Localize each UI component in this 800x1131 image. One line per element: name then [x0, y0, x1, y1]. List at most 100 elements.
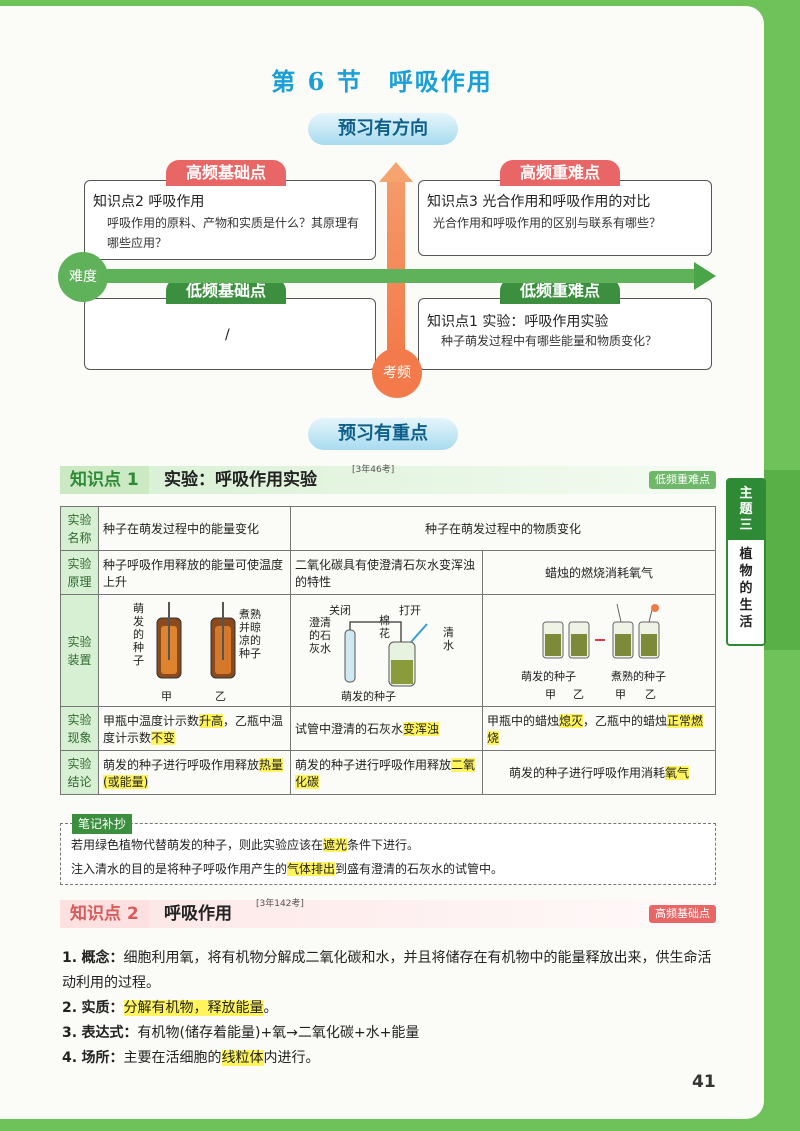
cell-apparatus-3: 萌发的种子 煮熟的种子 甲 乙 甲 乙: [482, 594, 716, 707]
cell-principle-3: 蜡烛的燃烧消耗氧气: [482, 550, 716, 595]
notes-line2-pre: 注入清水的目的是将种子呼吸作用产生的: [71, 862, 288, 876]
phen2-hl: 变浑浊: [403, 722, 440, 736]
section-title: 第 6 节 呼吸作用: [271, 67, 493, 96]
apparatus1-yi: 乙: [215, 689, 226, 703]
item4-pre: 主要在活细胞的: [123, 1050, 222, 1066]
frequency-axis-label: 考频: [372, 348, 422, 398]
kp2-count: [3年142考]: [256, 899, 304, 909]
apparatus2-limewater-label: 澄清的石灰水: [309, 615, 331, 655]
page-number: 41: [692, 1072, 716, 1092]
notes-line2-post: 到盛有澄清的石灰水的试管中。: [335, 862, 504, 876]
quad-high-basic-tag: 高频基础点: [166, 160, 286, 186]
side-tab-top-text: 主题三: [739, 486, 753, 533]
phen2-pre: 试管中澄清的石灰水: [295, 722, 404, 736]
notes-box: 若用绿色植物代替萌发的种子，则此实验应该在遮光条件下进行。 注入清水的目的是将种…: [60, 823, 716, 885]
quad-low-basic-content: /: [225, 327, 230, 343]
item1-head: 概念：: [81, 950, 124, 966]
apparatus3-yi-2: 乙: [645, 687, 656, 701]
apparatus2-cotton-label: 棉花: [379, 613, 390, 640]
side-tab-bottom: 植物的生活: [728, 546, 764, 631]
item-concept: 1. 概念：细胞利用氧，将有机物分解成二氧化碳和水，并且将储存在有机物中的能量释…: [62, 946, 722, 996]
cell-phenomenon-3: 甲瓶中的蜡烛熄灭，乙瓶中的蜡烛正常燃烧: [482, 706, 716, 751]
frequency-axis-arrowhead: [379, 162, 413, 182]
chapter-side-tab: 主题三 植物的生活: [726, 478, 766, 646]
phen1-pre: 甲瓶中温度计示数: [103, 713, 200, 728]
apparatus1-left-label: 萌发的种子: [133, 601, 144, 667]
candle-jars-icon: [542, 603, 660, 658]
apparatus3-yi-1: 乙: [573, 687, 584, 701]
quad-high-basic-question: 呼吸作用的原料、产物和实质是什么？其原理有哪些应用？: [107, 216, 360, 250]
apparatus1-right-label: 煮熟并晾凉的种子: [239, 607, 261, 660]
side-tab-top: 主题三: [728, 480, 764, 540]
con1-hl: 热量: [259, 757, 284, 772]
experiment-table: 实验名称 种子在萌发过程中的能量变化 种子在萌发过程中的物质变化 实验原理 种子…: [60, 506, 716, 795]
quad-high-difficult-question: 光合作用和呼吸作用的区别与联系有哪些？: [433, 216, 662, 230]
apparatus3-jia-1: 甲: [545, 687, 556, 701]
bottom-strip: [0, 1119, 800, 1131]
row-header-conclusion: 实验结论: [60, 750, 99, 795]
side-tab-bottom-text: 植物的生活: [739, 547, 753, 630]
item1-num: 1.: [62, 950, 78, 966]
cell-conclusion-1: 萌发的种子进行呼吸作用释放热量 (或能量): [98, 750, 291, 795]
cell-conclusion-2: 萌发的种子进行呼吸作用释放二氧化碳: [290, 750, 483, 795]
item4-num: 4.: [62, 1050, 78, 1066]
item-essence: 2. 实质：分解有机物，释放能量。: [62, 996, 722, 1021]
row-header-name: 实验名称: [60, 506, 99, 551]
notes-line1-pre: 若用绿色植物代替萌发的种子，则此实验应该在: [71, 838, 324, 852]
cell-apparatus-1: 萌发的种子 煮熟并晾凉的种子 甲 乙: [98, 594, 291, 707]
item3-head: 表达式：: [81, 1025, 138, 1041]
difficulty-axis-label: 难度: [58, 252, 108, 302]
quad-high-difficult-title: 知识点3 光合作用和呼吸作用的对比: [427, 194, 651, 210]
cell-apparatus-2: 关闭 澄清的石灰水 棉花 打开 清水 萌发的种子: [290, 594, 483, 707]
kp2-label: 知识点 2: [60, 900, 149, 928]
quad-high-basic-title: 知识点2 呼吸作用: [93, 194, 205, 210]
kp1-header: 知识点 1 实验：呼吸作用实验 [3年46考] 低频重难点: [60, 465, 716, 494]
apparatus3-jia-2: 甲: [615, 687, 626, 701]
kp2-badge: 高频基础点: [649, 905, 716, 923]
quad-high-difficult: 知识点3 光合作用和呼吸作用的对比 光合作用和呼吸作用的区别与联系有哪些？: [418, 180, 712, 256]
phen1-mid: ，乙瓶中温度计示数: [103, 713, 284, 745]
con3-hl: 氧气: [665, 766, 690, 780]
thermos-flasks-icon: [156, 601, 236, 678]
quad-low-difficult-question: 种子萌发过程中有哪些能量和物质变化？: [441, 334, 658, 348]
item4-head: 场所：: [81, 1050, 124, 1066]
item2-tail: 。: [263, 1000, 278, 1016]
difficulty-axis: [100, 269, 696, 283]
item4-hl: 线粒体: [221, 1050, 264, 1066]
kp1-count: [3年46考]: [352, 465, 395, 475]
con1-post: (或能量): [103, 774, 149, 789]
side-edge: [764, 470, 800, 650]
quad-low-basic: /: [84, 298, 376, 370]
preview-direction-pill: 预习有方向: [308, 113, 458, 145]
item3-num: 3.: [62, 1025, 78, 1041]
con1-pre: 萌发的种子进行呼吸作用释放: [103, 757, 260, 772]
kp1-title: 实验：呼吸作用实验: [164, 470, 317, 490]
item2-num: 2.: [62, 1000, 78, 1016]
notes-line2-hl: 气体排出: [287, 862, 336, 876]
frequency-axis: [387, 178, 405, 358]
notes-line1-hl: 遮光: [323, 838, 348, 852]
limewater-test-icon: [344, 620, 428, 686]
cell-conclusion-3: 萌发的种子进行呼吸作用消耗氧气: [482, 750, 716, 795]
kp1-badge: 低频重难点: [649, 471, 716, 489]
apparatus2-seed-label: 萌发的种子: [341, 689, 396, 703]
item2-hl: 分解有机物，释放能量: [123, 1000, 264, 1016]
quad-low-difficult: 知识点1 实验：呼吸作用实验 种子萌发过程中有哪些能量和物质变化？: [418, 298, 712, 370]
item-expression: 3. 表达式：有机物(储存着能量)+氧→二氧化碳+水+能量: [62, 1021, 722, 1046]
quad-high-difficult-tag: 高频重难点: [500, 160, 620, 186]
cell-name-1: 种子在萌发过程中的能量变化: [98, 506, 291, 551]
row-header-principle: 实验原理: [60, 550, 99, 595]
item1-text: 细胞利用氧，将有机物分解成二氧化碳和水，并且将储存在有机物中的能量释放出来，供生…: [62, 950, 712, 991]
apparatus2-close-label: 关闭: [329, 603, 351, 617]
difficulty-axis-arrowhead: [694, 262, 716, 290]
cell-principle-1: 种子呼吸作用释放的能量可使温度上升: [98, 550, 291, 595]
notes-line-1: 若用绿色植物代替萌发的种子，则此实验应该在遮光条件下进行。: [71, 836, 419, 853]
quad-high-basic: 知识点2 呼吸作用 呼吸作用的原料、产物和实质是什么？其原理有哪些应用？: [84, 180, 376, 260]
phen3-a: 甲瓶中的蜡烛: [487, 713, 560, 728]
cell-name-23: 种子在萌发过程中的物质变化: [290, 506, 716, 551]
item3-text: 有机物(储存着能量)+氧→二氧化碳+水+能量: [137, 1025, 420, 1041]
notes-line-2: 注入清水的目的是将种子呼吸作用产生的气体排出到盛有澄清的石灰水的试管中。: [71, 860, 503, 877]
notes-tag: 笔记补抄: [72, 814, 133, 834]
apparatus3-sprout-label: 萌发的种子: [521, 669, 576, 683]
phen3-b: ，乙瓶中的蜡烛: [583, 713, 668, 728]
